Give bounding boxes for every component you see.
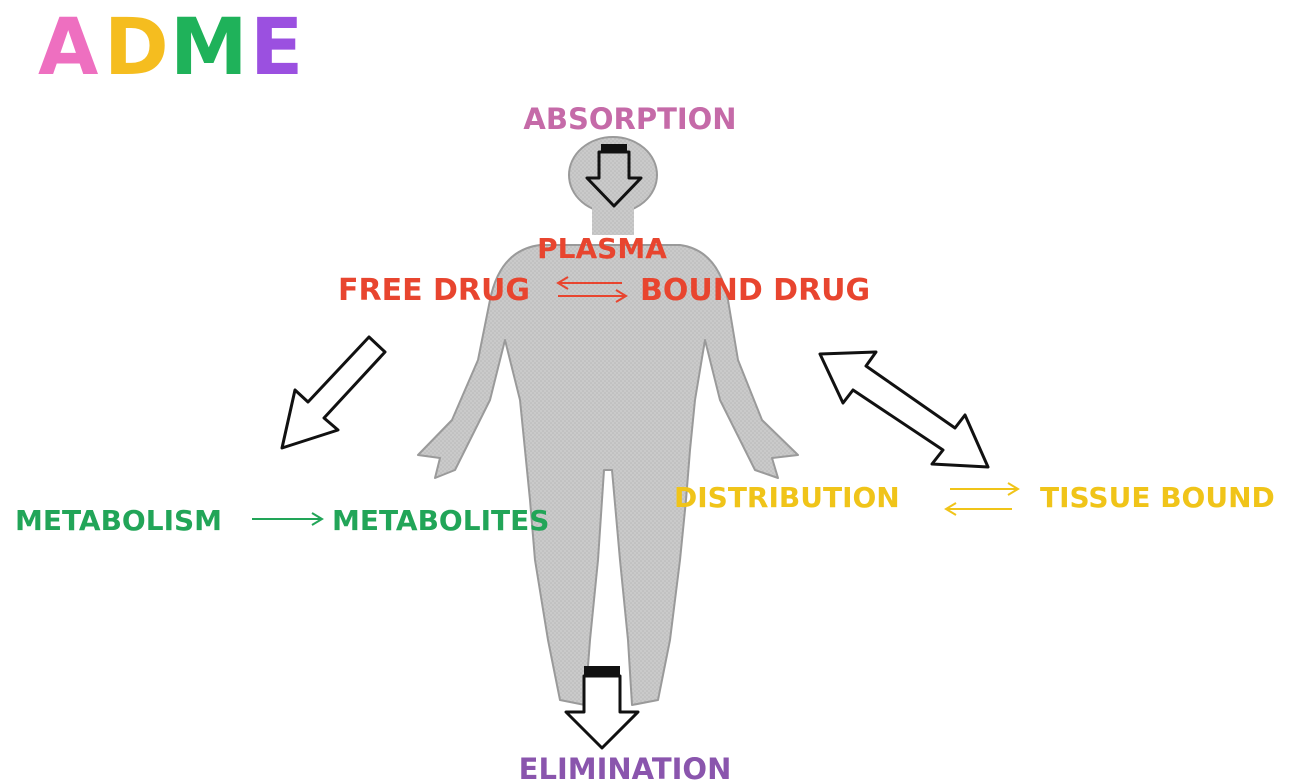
tissue-bound-label: TISSUE BOUND [1040,481,1275,514]
distribution-double-arrow-icon [820,352,988,467]
metabolism-arrow-icon [282,337,385,448]
metabolism-label: METABOLISM [15,504,222,537]
title-letter-a: A [38,3,98,93]
elimination-label: ELIMINATION [519,752,732,784]
plasma-label: PLASMA [537,232,667,265]
title-letter-d: D [104,3,169,93]
metabolism-right-arrow-icon [252,513,322,525]
metabolites-label: METABOLITES [332,504,549,537]
distribution-equilibrium-arrows-icon [946,483,1018,515]
title-letter-m: M [170,3,248,93]
free-drug-label: FREE DRUG [338,273,530,308]
absorption-label: ABSORPTION [523,102,736,136]
distribution-label: DISTRIBUTION [674,481,900,514]
bound-drug-label: BOUND DRUG [640,273,870,308]
title-letter-e: E [250,3,303,93]
adme-title: A D M E [38,3,303,93]
human-body-silhouette [418,137,798,705]
